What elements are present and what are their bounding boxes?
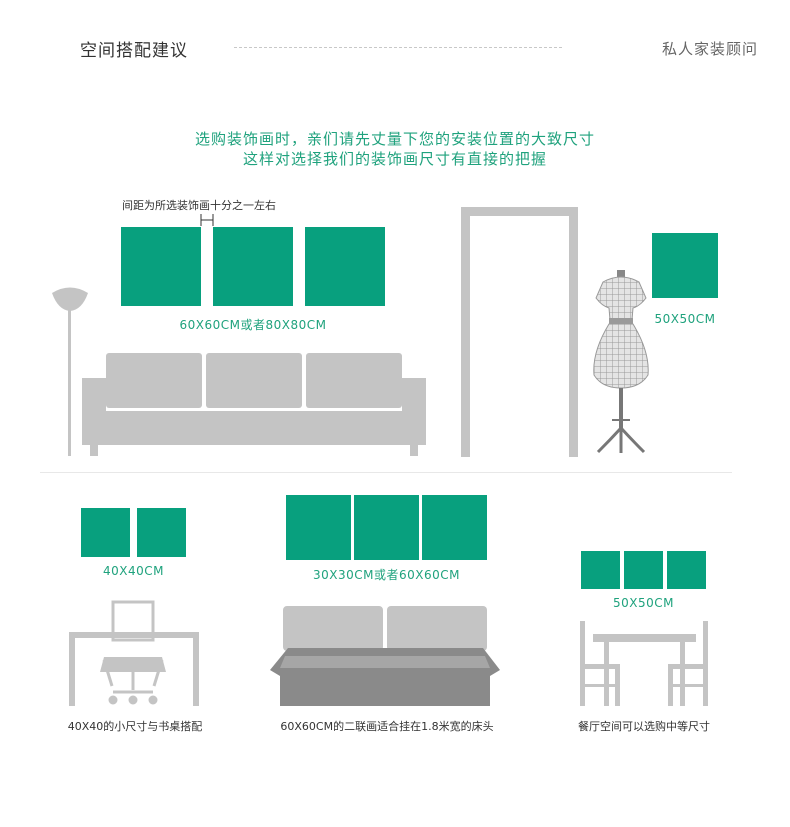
bedroom-panel-1	[286, 495, 351, 560]
dining-size-label: 50X50CM	[613, 596, 674, 610]
dining-set-icon	[580, 621, 708, 706]
bed-icon	[270, 606, 500, 706]
bedroom-panel-2	[354, 495, 419, 560]
office-chair-icon	[100, 600, 166, 705]
study-panel-2	[137, 508, 186, 557]
living-panel-1	[121, 227, 201, 306]
dining-caption: 餐厅空间可以选购中等尺寸	[578, 720, 710, 733]
floor-lamp-icon	[52, 287, 88, 456]
spacing-note: 间距为所选装饰画十分之一左右	[122, 199, 276, 212]
living-size-label: 60X60CM或者80X80CM	[179, 318, 327, 332]
section-divider	[40, 472, 732, 473]
dress-form-icon	[593, 270, 649, 454]
door-frame-icon	[461, 207, 578, 457]
spacing-marker	[200, 214, 214, 226]
dining-panel-2	[624, 551, 663, 589]
study-size-label: 40X40CM	[103, 564, 164, 578]
study-panel-1	[81, 508, 130, 557]
intro-line-1: 选购装饰画时，亲们请先丈量下您的安装位置的大致尺寸	[194, 130, 595, 148]
consultant-label: 私人家装顾问	[661, 40, 758, 58]
entry-size-label: 50X50CM	[654, 312, 716, 326]
living-panel-2	[213, 227, 293, 306]
bedroom-panel-3	[422, 495, 487, 560]
study-caption: 40X40的小尺寸与书桌搭配	[67, 720, 203, 733]
sofa-icon	[82, 353, 426, 456]
section-title: 空间搭配建议	[80, 41, 188, 61]
bedroom-size-label: 30X30CM或者60X60CM	[313, 568, 460, 582]
entry-panel	[652, 233, 718, 298]
living-panel-3	[305, 227, 385, 306]
dining-panel-1	[581, 551, 620, 589]
dining-panel-3	[667, 551, 706, 589]
intro-line-2: 这样对选择我们的装饰画尺寸有直接的把握	[242, 150, 547, 168]
bedroom-caption: 60X60CM的二联画适合挂在1.8米宽的床头	[280, 720, 494, 733]
header-divider	[234, 47, 562, 48]
desk-icon	[69, 632, 199, 706]
